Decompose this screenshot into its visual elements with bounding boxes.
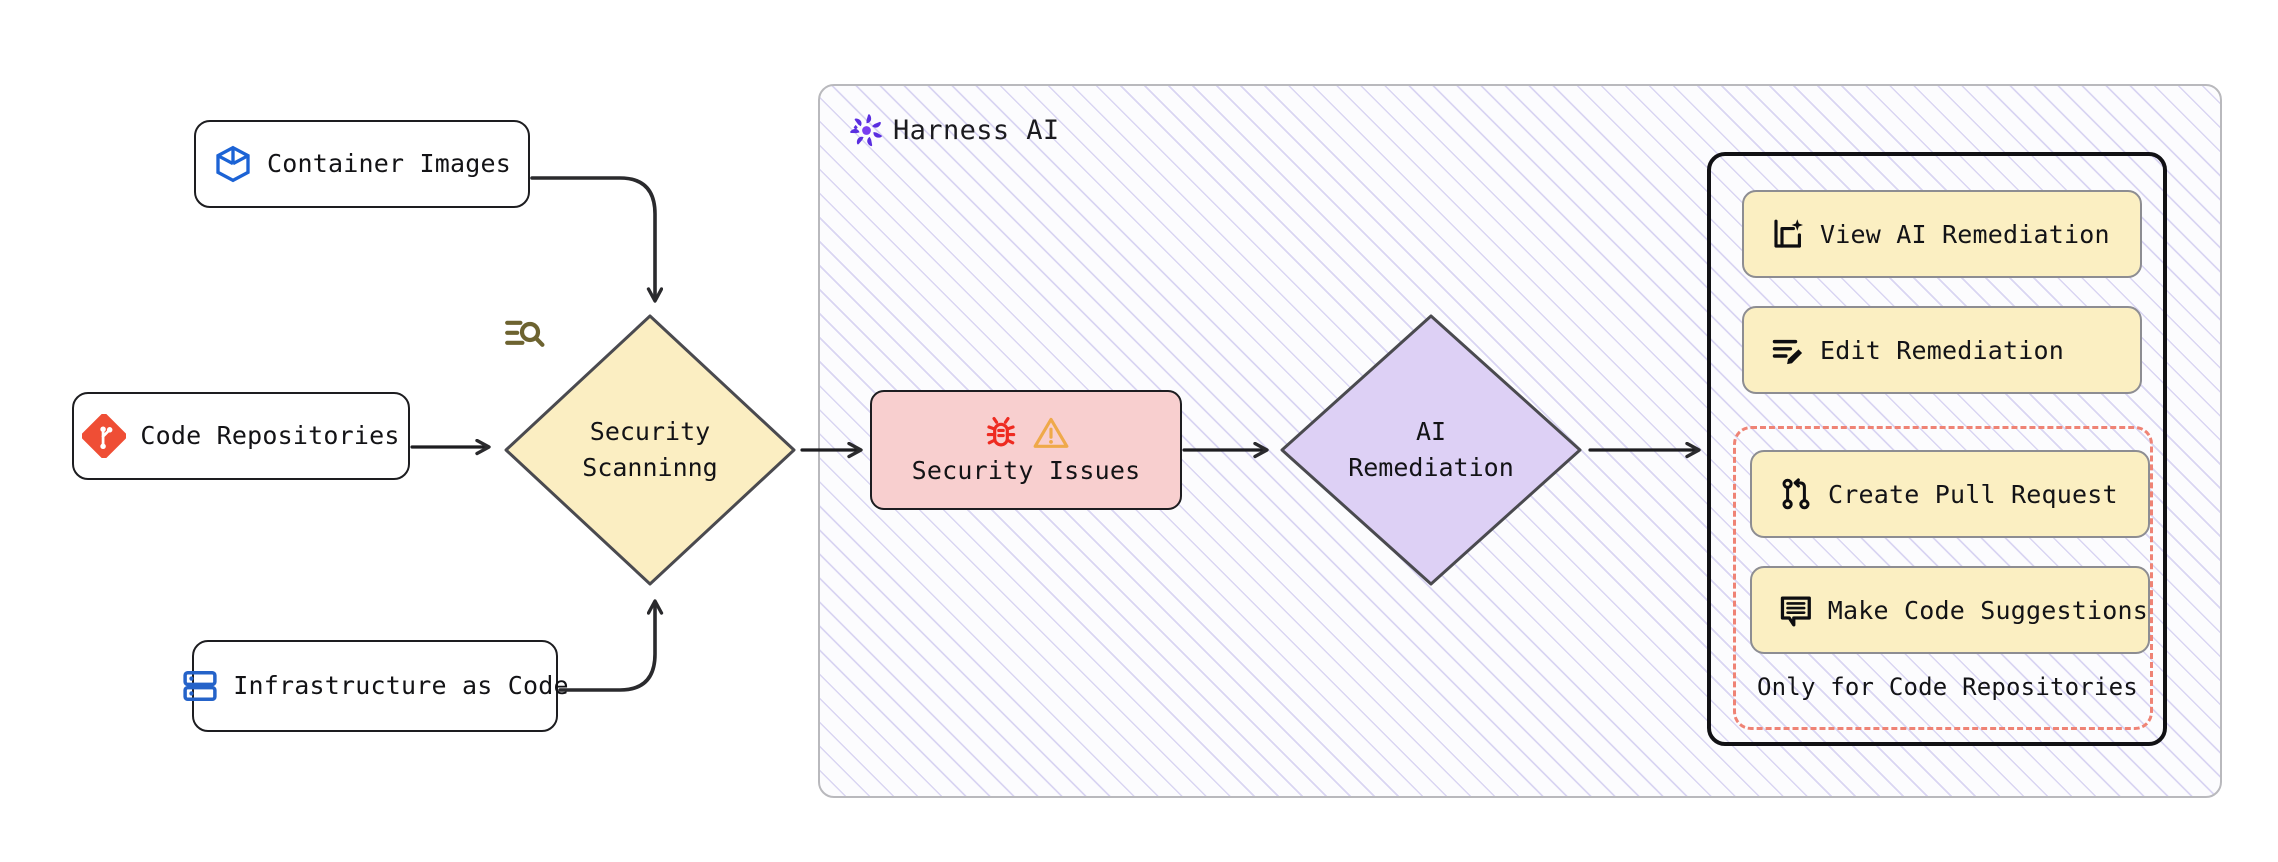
comment-lines-icon bbox=[1780, 596, 1811, 627]
node-label: Infrastructure as Code bbox=[233, 671, 569, 701]
warning-triangle-icon bbox=[1033, 418, 1069, 449]
action-label: View AI Remediation bbox=[1820, 219, 2110, 249]
node-container-images[interactable]: Container Images bbox=[194, 120, 530, 208]
node-code-repositories[interactable]: Code Repositories bbox=[72, 392, 410, 480]
create-pull-request-button[interactable]: Create Pull Request bbox=[1750, 450, 2150, 538]
image-sparkle-icon bbox=[1774, 219, 1803, 248]
server-rack-icon bbox=[183, 670, 217, 702]
harness-ai-title: Harness AI bbox=[850, 114, 1060, 147]
action-label: Create Pull Request bbox=[1828, 479, 2118, 509]
harness-ai-title-label: Harness AI bbox=[893, 115, 1060, 146]
actions-group-outline bbox=[1707, 152, 2167, 746]
git-icon bbox=[82, 414, 127, 458]
lines-pencil-icon bbox=[1772, 339, 1803, 365]
node-label: Container Images bbox=[266, 149, 512, 179]
view-ai-remediation-button[interactable]: View AI Remediation bbox=[1742, 190, 2142, 278]
node-label: Code Repositories bbox=[140, 421, 400, 451]
node-security-scanning[interactable]: Security Scanninng bbox=[500, 310, 800, 590]
security-issues-icons bbox=[982, 414, 1070, 452]
actions-group-caption: Only for Code Repositories bbox=[1757, 673, 2138, 701]
ai-remediation-shape bbox=[1280, 314, 1582, 586]
node-infrastructure-as-code[interactable]: Infrastructure as Code bbox=[183, 640, 569, 732]
security-scanning-shape bbox=[504, 314, 796, 586]
make-code-suggestions-button[interactable]: Make Code Suggestions bbox=[1750, 566, 2150, 654]
security-issues-label: Security Issues bbox=[911, 456, 1141, 486]
cube-icon bbox=[216, 145, 250, 183]
action-label: Edit Remediation bbox=[1820, 335, 2065, 365]
edge-container-images-to-scanning bbox=[530, 176, 655, 300]
node-ai-remediation[interactable]: AI Remediation bbox=[1276, 310, 1586, 590]
harness-pinwheel-icon bbox=[850, 114, 882, 147]
code-repo-only-group-outline bbox=[1733, 426, 2153, 730]
node-security-issues[interactable]: Security Issues bbox=[870, 390, 1182, 510]
edge-iac-to-scanning bbox=[558, 602, 655, 692]
bug-icon bbox=[986, 417, 1016, 447]
pull-request-icon bbox=[1782, 478, 1810, 510]
action-label: Make Code Suggestions bbox=[1827, 595, 2148, 625]
edit-remediation-button[interactable]: Edit Remediation bbox=[1742, 306, 2142, 394]
